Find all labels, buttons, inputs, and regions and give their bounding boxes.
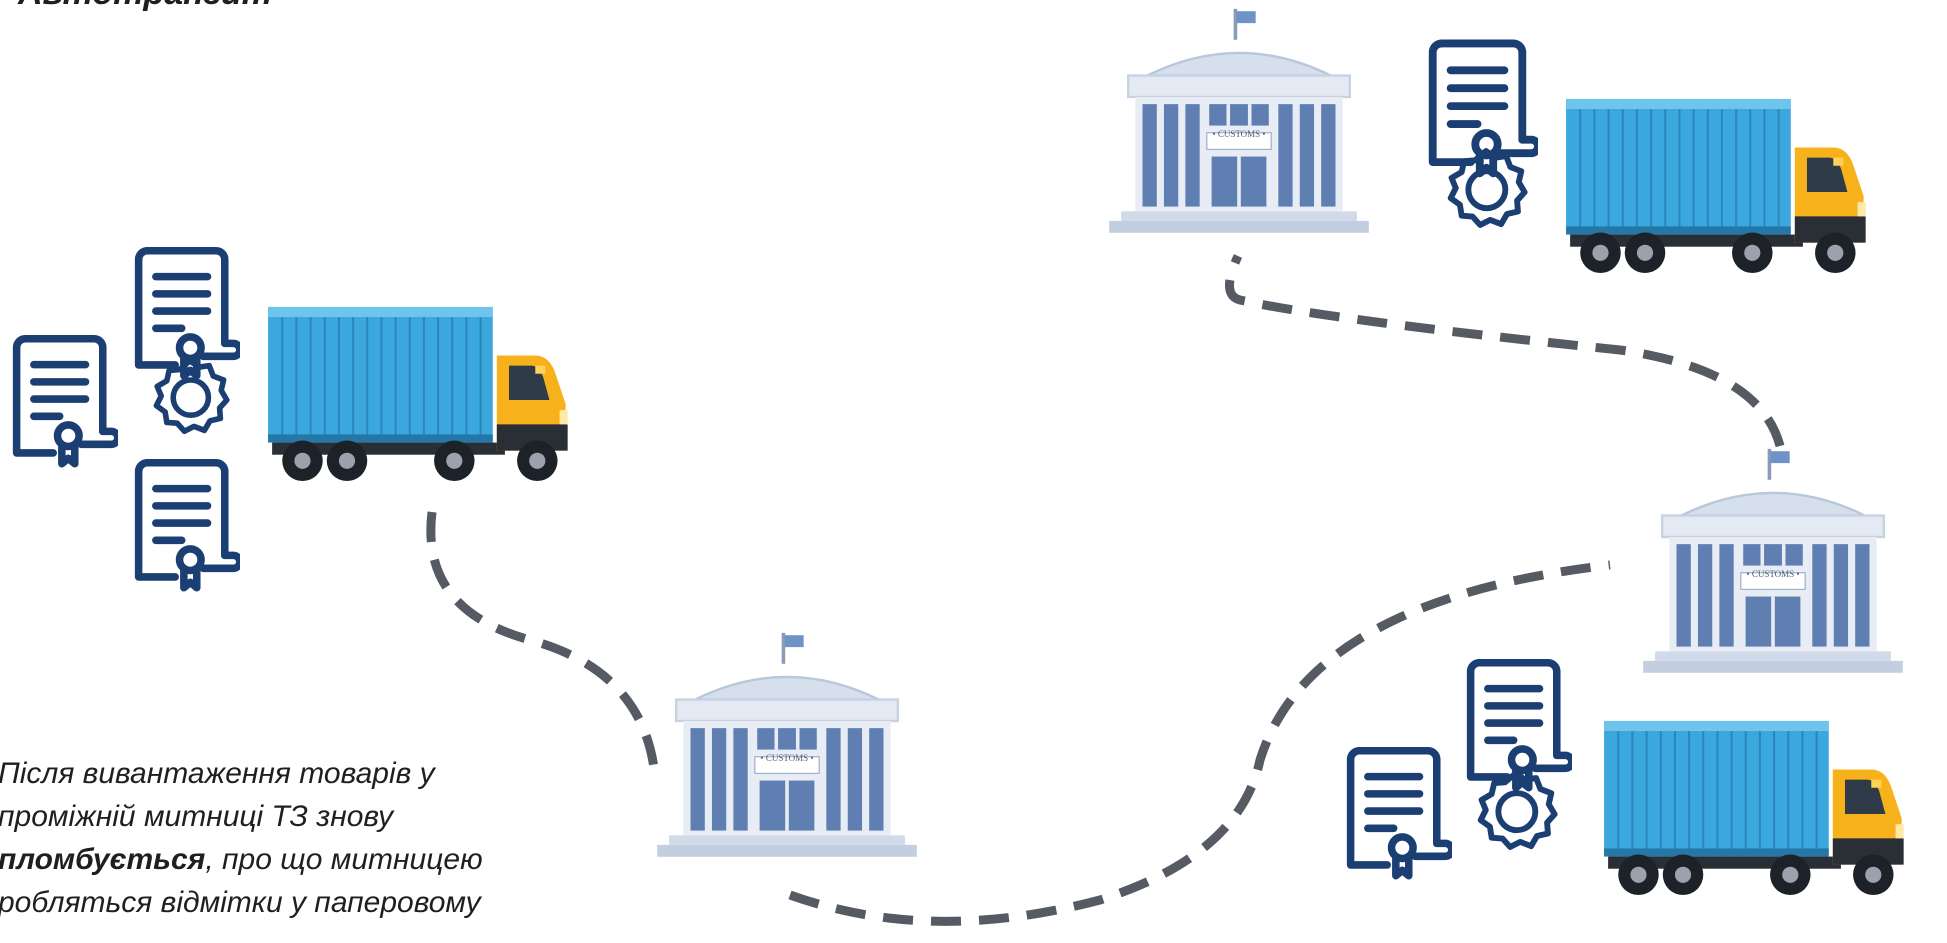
route-segment-middle-to-right: [788, 560, 1611, 926]
caption-line-4: робляться відмітки у паперовому: [0, 886, 481, 919]
customs-building-icon-right: • CUSTOMS •: [1641, 448, 1905, 675]
caption-line-1: Після вивантаження товарів у: [0, 757, 435, 790]
document-icon-start-top: [139, 251, 240, 376]
caption-line-3-rest: , про що митницею: [205, 843, 483, 876]
caption-text: Після вивантаження товарів у проміжній м…: [0, 752, 618, 924]
truck-icon-top: [1565, 97, 1867, 275]
caption-emphasis: пломбується: [0, 843, 206, 876]
seal-icon-top: [1451, 151, 1525, 225]
customs-sign-top: • CUSTOMS •: [1212, 129, 1265, 139]
route-path: [426, 254, 1785, 926]
truck-icon-right: [1603, 719, 1905, 897]
route-segment-right-to-top: [1225, 254, 1785, 448]
truck-icon-start: [267, 305, 569, 483]
document-icon-start-left: [17, 339, 118, 464]
route-segment-start-to-middle: [426, 511, 659, 769]
document-icon-right-left: [1351, 751, 1452, 876]
caption-line-2: проміжній митниці ТЗ знову: [0, 800, 394, 833]
customs-sign-right: • CUSTOMS •: [1746, 569, 1799, 579]
customs-building-icon-top: • CUSTOMS •: [1107, 8, 1371, 235]
caption-line-3: пломбується, про що митницею: [0, 838, 618, 881]
customs-sign-middle: • CUSTOMS •: [760, 753, 813, 763]
customs-building-icon-middle: • CUSTOMS •: [655, 632, 919, 859]
document-icon-start-bottom: [139, 463, 240, 588]
heading: Автотранзит: [18, 0, 272, 13]
document-icon-right-top: [1471, 663, 1572, 788]
